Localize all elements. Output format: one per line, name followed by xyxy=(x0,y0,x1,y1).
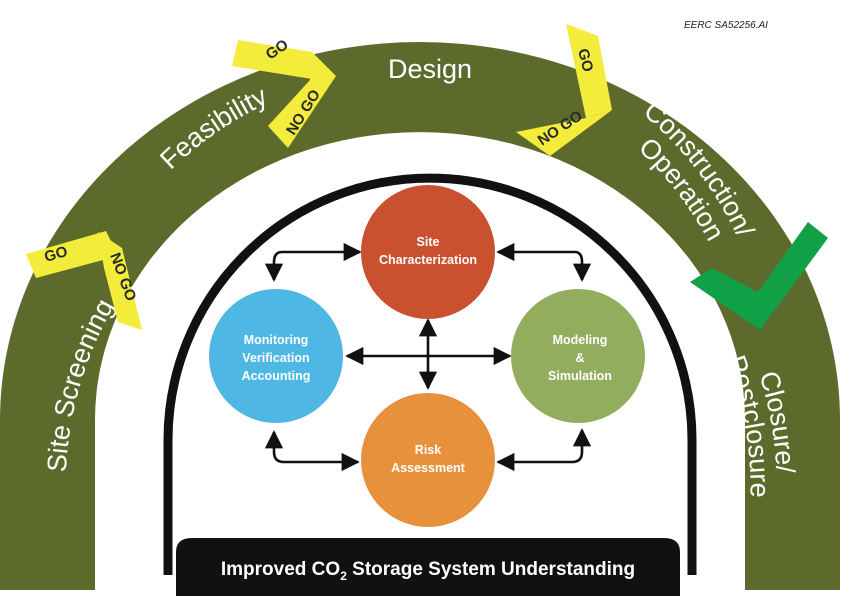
circle-modeling-label-line2: & xyxy=(575,351,584,365)
arrow-site-modeling xyxy=(496,242,592,282)
circle-monitoring-label-line3: Accounting xyxy=(242,369,311,383)
circle-monitoring-label-line1: Monitoring xyxy=(244,333,309,347)
circle-site-label-line2: Characterization xyxy=(379,253,477,267)
circle-site-label-line1: Site xyxy=(417,235,440,249)
circle-modeling-label-line3: Simulation xyxy=(548,369,612,383)
arrow-monitoring-risk xyxy=(264,430,360,472)
circle-risk-label-line2: Assessment xyxy=(391,461,465,475)
circle-monitoring-label-line2: Verification xyxy=(242,351,309,365)
circle-monitoring: Monitoring Verification Accounting xyxy=(209,289,343,423)
circle-site-characterization: Site Characterization xyxy=(361,185,495,319)
arrow-site-monitoring xyxy=(264,242,362,282)
circle-risk-label-line1: Risk xyxy=(415,443,441,457)
understanding-banner xyxy=(176,538,680,596)
reference-code: EERC SA52256.AI xyxy=(684,20,768,31)
lifecycle-arch xyxy=(0,42,840,590)
check-mark-icon xyxy=(690,222,828,330)
arrow-risk-modeling xyxy=(496,428,592,472)
circle-modeling-label-line1: Modeling xyxy=(553,333,608,347)
circle-risk-assessment: Risk Assessment xyxy=(361,393,495,527)
gate1-go-label: GO xyxy=(42,243,69,266)
circle-modeling-simulation: Modeling & Simulation xyxy=(511,289,645,423)
gate3-go-label: GO xyxy=(574,47,596,74)
stage-design: Design xyxy=(388,54,472,84)
connector-arrows xyxy=(264,242,592,472)
banner-text: Improved CO2 Storage System Understandin… xyxy=(221,559,635,583)
